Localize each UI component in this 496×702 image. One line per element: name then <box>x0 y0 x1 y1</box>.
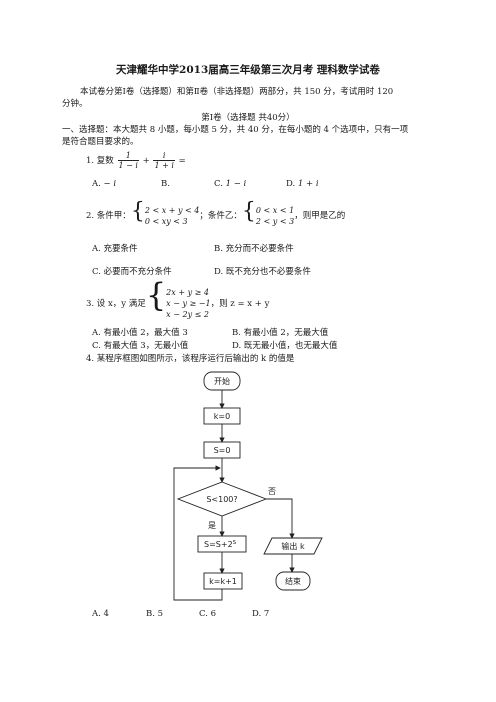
q2-brace-yi: { <box>241 199 256 224</box>
q2-brace-jia: { <box>130 199 145 224</box>
q3-brace: { <box>145 276 167 314</box>
q1-option-b: B. <box>161 179 170 189</box>
q2-prefix: 2. 条件甲： <box>86 211 131 221</box>
q4-option-d: D. 7 <box>252 609 270 619</box>
intro-line-1: 本试卷分第Ⅰ卷（选择题）和第Ⅱ卷（非选择题）两部分，共 150 分，考试用时 1… <box>80 87 394 97</box>
q3-option-a: A. 有最小值 2，最大值 3 <box>92 328 188 338</box>
section-instruction-1: 一、选择题：本大题共 8 小题，每小题 5 分，共 40 分，在每小题的 4 个… <box>62 125 409 135</box>
flow-no-label: 否 <box>268 487 276 496</box>
question-1: 1. 复数 1 1 − i + i 1 + i = <box>86 150 186 172</box>
q1-option-a: A. − i <box>92 179 117 189</box>
flow-s-init-label: S=0 <box>214 446 231 455</box>
q1-prefix: 1. 复数 <box>86 156 114 166</box>
exam-title: 天津耀华中学2013届高三年级第三次月考 理科数学试卷 <box>116 64 380 76</box>
flow-k-update-label: k=k+1 <box>209 577 237 586</box>
q1-frac1-numerator: 1 <box>117 151 139 161</box>
q1-plus: + <box>142 156 150 166</box>
q2-option-d: D. 既不充分也不必要条件 <box>214 267 311 277</box>
q3-prefix: 3. 设 x，y 满足 <box>86 299 146 309</box>
q3-option-c: C. 有最大值 3，无最小值 <box>92 341 189 351</box>
q2-mid: ；条件乙： <box>199 211 242 221</box>
q2-option-c: C. 必要而不充分条件 <box>92 267 172 277</box>
q1-frac2-denominator: 1 + i <box>154 161 174 170</box>
q4-option-c: C. 6 <box>199 609 217 619</box>
q3-option-d: D. 既无最小值，也无最大值 <box>232 341 338 351</box>
flow-end-box <box>275 571 311 591</box>
flow-k-update-box <box>203 572 243 590</box>
q1-frac1-denominator: 1 − i <box>118 161 138 170</box>
q1-fraction-1: 1 1 − i <box>117 151 139 170</box>
section-instruction-2: 是符合题目要求的。 <box>62 137 139 147</box>
flow-output-label: 输出 k <box>281 541 305 551</box>
q2-option-a: A. 充要条件 <box>92 244 138 254</box>
q4-option-b: B. 5 <box>146 609 164 619</box>
flow-condition-label: S<100? <box>206 495 237 504</box>
q1-frac2-numerator: i <box>153 151 175 161</box>
q3-option-b: B. 有最小值 2，无最大值 <box>232 328 329 338</box>
q4-option-a: A. 4 <box>92 609 109 619</box>
flow-s-update-label: S=S+2S <box>204 540 237 549</box>
flow-start-label: 开始 <box>214 376 230 386</box>
q1-equals: = <box>178 156 186 166</box>
flow-end-label: 结束 <box>285 576 301 586</box>
flow-yes-label: 是 <box>208 521 216 530</box>
q2-suffix: ，则甲是乙的 <box>294 211 346 221</box>
flowchart: 开始 k=0 S=0 S<100? 否 是 S=S+2S 输出 k k=k+1 … <box>173 371 323 601</box>
flow-k-init-label: k=0 <box>214 412 230 421</box>
q1-option-d: D. 1 + i <box>286 179 319 189</box>
section-heading: 第Ⅰ卷（选择题 共40分） <box>201 113 295 123</box>
flow-output-box <box>263 537 323 555</box>
q3-suffix: ，则 z = x + y <box>210 299 270 309</box>
q1-fraction-2: i 1 + i <box>153 151 175 170</box>
question-4: 4. 某程序框图如图所示，该程序运行后输出的 k 的值是 <box>86 354 295 364</box>
intro-line-2: 分钟。 <box>62 99 88 109</box>
q1-option-c: C. 1 − i <box>214 179 247 189</box>
q2-option-b: B. 充分而不必要条件 <box>214 244 294 254</box>
